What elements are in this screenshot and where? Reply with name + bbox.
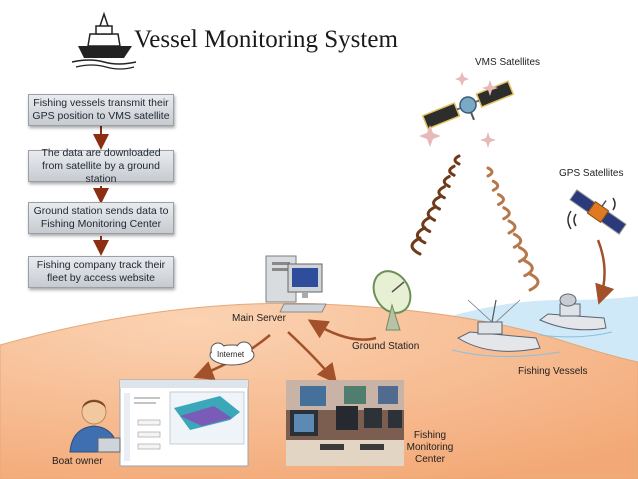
label-ground-station: Ground Station xyxy=(352,341,420,352)
signal-arc xyxy=(415,226,427,245)
label-internet: Internet xyxy=(217,350,245,359)
step-2: The data are downloaded from satellite b… xyxy=(28,147,174,185)
signal-arc xyxy=(426,205,437,222)
boat-owner-person-icon xyxy=(69,399,121,453)
signal-arc xyxy=(437,185,446,200)
label-boat-owner: Boat owner xyxy=(52,456,103,467)
ship-logo-icon xyxy=(71,11,137,70)
signal-arc xyxy=(432,195,441,211)
signal-arc xyxy=(507,219,517,235)
server-to-fmc-arrow xyxy=(287,331,338,384)
signal-arc xyxy=(518,246,528,263)
signal-arc xyxy=(523,259,534,278)
signal-arc xyxy=(528,272,540,292)
fmc-line-2: Monitoring xyxy=(406,442,454,453)
signal-arc xyxy=(491,179,500,192)
signal-arc xyxy=(502,206,511,221)
gps-to-vessel-arrow xyxy=(595,239,615,305)
label-vms-satellites: VMS Satellites xyxy=(475,57,541,68)
vms-satellite-icon xyxy=(421,80,515,130)
signal-arc xyxy=(448,164,456,177)
label-gps-satellites: GPS Satellites xyxy=(559,168,624,179)
signal-arcs-ground xyxy=(410,154,461,256)
fmc-line-1: Fishing xyxy=(413,430,447,441)
monitoring-room-icon xyxy=(286,380,404,466)
internet-cloud-icon xyxy=(209,341,255,366)
server-computer-icon xyxy=(265,255,327,313)
sparkles xyxy=(419,72,498,148)
satellite-dish-icon xyxy=(372,270,412,331)
label-main-server: Main Server xyxy=(232,313,286,324)
step-3: Ground station sends data to Fishing Mon… xyxy=(28,202,174,234)
website-screenshot-icon xyxy=(119,379,249,467)
fmc-line-3: Center xyxy=(414,454,445,465)
page-title: Vessel Monitoring System xyxy=(134,26,398,53)
label-fishing-vessels: Fishing Vessels xyxy=(518,366,588,377)
step-4: Fishing company track their fleet by acc… xyxy=(28,256,174,288)
signal-arc xyxy=(512,232,523,249)
signal-arc xyxy=(486,166,494,178)
signal-arc xyxy=(442,175,451,188)
signal-arc xyxy=(453,154,461,166)
label-fishing-monitoring-center: Fishing Monitoring Center xyxy=(404,430,456,466)
signal-arc xyxy=(421,216,432,233)
ground-to-server-arrow xyxy=(307,319,377,341)
signal-arc xyxy=(410,236,422,256)
fishing-boat-icon xyxy=(451,293,613,358)
gps-signal-waves xyxy=(567,197,616,230)
signal-arcs-vessel xyxy=(486,166,540,292)
gps-satellite-icon xyxy=(569,189,627,235)
signal-arc xyxy=(497,193,505,206)
step-1: Fishing vessels transmit their GPS posit… xyxy=(28,94,174,126)
